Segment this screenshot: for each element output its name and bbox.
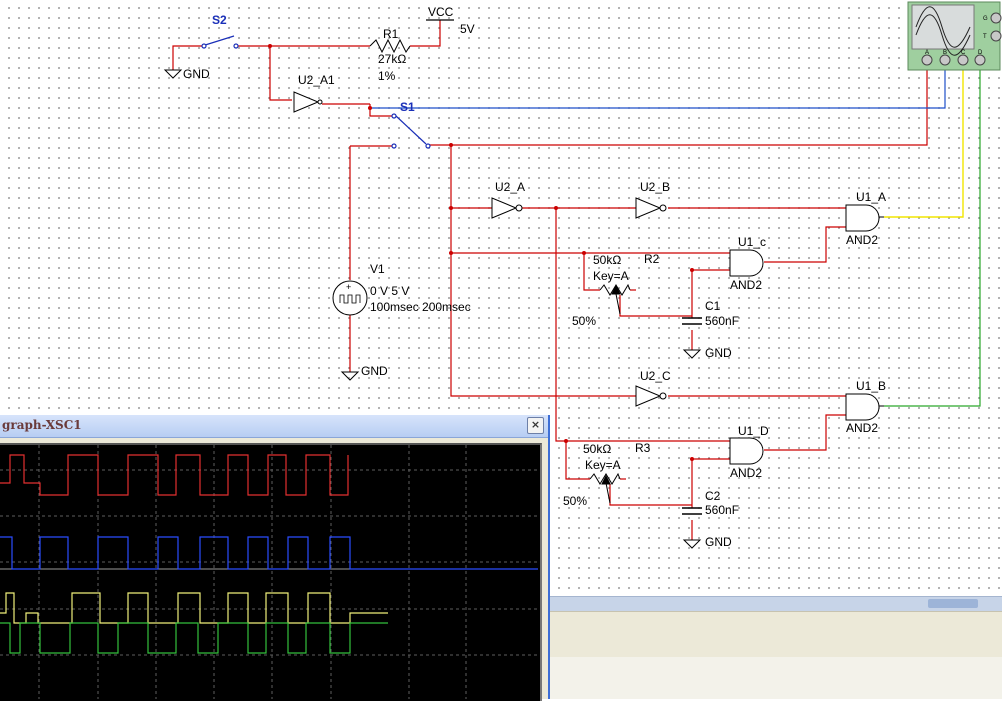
- oscilloscope-traces: [0, 445, 538, 699]
- u2-a-label: U2_A: [495, 180, 525, 194]
- r2-key: Key=A: [593, 269, 629, 283]
- yellow-wire: [884, 66, 964, 218]
- u1-b-label: U1_B: [856, 379, 886, 393]
- terminal-d-label: D: [978, 50, 983, 56]
- u1-c-type: AND2: [730, 278, 762, 292]
- trace-yellow: [0, 592, 388, 624]
- trace-blue: [0, 536, 538, 570]
- oscilloscope-titlebar[interactable]: graph-XSC1 ×: [0, 415, 548, 438]
- and-gate-u1-c[interactable]: [729, 249, 764, 277]
- terminal-b-label: B: [943, 50, 947, 56]
- u1-b-type: AND2: [846, 421, 878, 435]
- blue-wire: [370, 66, 946, 109]
- and-gate-u1-d[interactable]: [729, 437, 764, 465]
- gnd-label-c1: GND: [705, 346, 732, 360]
- horizontal-scrollbar[interactable]: [548, 596, 1002, 611]
- trace-green: [0, 622, 388, 654]
- vcc-label: VCC: [428, 5, 454, 19]
- r3-value: 50kΩ: [583, 442, 611, 456]
- inverter-u2-a[interactable]: [491, 197, 523, 219]
- oscilloscope-title: graph-XSC1: [2, 418, 82, 432]
- r1-value: 27kΩ: [378, 52, 406, 66]
- gnd-label-v1: GND: [361, 364, 388, 378]
- svg-text:+: +: [346, 282, 351, 292]
- c2-name: C2: [705, 489, 721, 503]
- buffer-u2-a1[interactable]: [293, 91, 323, 113]
- r3-key: Key=A: [585, 458, 621, 472]
- status-panel: [548, 657, 1002, 699]
- close-button[interactable]: ×: [527, 417, 544, 434]
- capacitor-c1[interactable]: [682, 317, 702, 325]
- r2-value: 50kΩ: [593, 253, 621, 267]
- terminal-t-label: T: [983, 34, 987, 40]
- junction-dots: [268, 44, 694, 461]
- inverter-u2-c[interactable]: [635, 385, 667, 407]
- r1-name: R1: [383, 27, 399, 41]
- vcc-value: 5V: [460, 22, 475, 36]
- v1-line1: 0 V 5 V: [370, 284, 409, 298]
- switch-s2[interactable]: [201, 35, 239, 49]
- c1-name: C1: [705, 299, 721, 313]
- capacitor-c2[interactable]: [682, 507, 702, 515]
- u1-d-label: U1_D: [738, 424, 769, 438]
- r3-percent: 50%: [563, 494, 587, 508]
- u1-a-type: AND2: [846, 233, 878, 247]
- toolbar-panel: [548, 611, 1002, 658]
- switch-s1[interactable]: [391, 113, 431, 149]
- gnd-label: GND: [183, 67, 210, 81]
- inverter-u2-b[interactable]: [635, 197, 667, 219]
- ground-symbols: [163, 69, 702, 549]
- and-gate-u1-a[interactable]: [845, 204, 880, 232]
- u1-d-type: AND2: [730, 466, 762, 480]
- potentiometer-r2[interactable]: [599, 283, 631, 315]
- resistor-r1[interactable]: [369, 38, 411, 54]
- trace-red: [0, 454, 349, 496]
- potentiometer-r3[interactable]: [589, 472, 621, 504]
- oscilloscope-grid: [0, 445, 538, 699]
- gnd-label-c2: GND: [705, 535, 732, 549]
- s1-label: S1: [400, 100, 415, 114]
- r1-tolerance: 1%: [378, 69, 396, 83]
- u2-a1-label: U2_A1: [298, 73, 335, 87]
- green-wire: [884, 66, 981, 407]
- c1-value: 560nF: [705, 314, 739, 328]
- r2-percent: 50%: [572, 314, 596, 328]
- terminal-a-label: A: [925, 50, 929, 56]
- v1-line2: 100msec 200msec: [370, 300, 471, 314]
- terminal-c-label: C: [961, 50, 966, 56]
- u2-b-label: U2_B: [640, 180, 670, 194]
- c2-value: 560nF: [705, 503, 739, 517]
- r2-name: R2: [644, 252, 660, 266]
- u1-a-label: U1_A: [856, 190, 886, 204]
- voltage-source-v1[interactable]: +: [332, 280, 368, 316]
- oscilloscope-display[interactable]: [0, 443, 542, 701]
- terminal-g-label: G: [983, 16, 988, 22]
- oscilloscope-window[interactable]: graph-XSC1 ×: [0, 415, 550, 701]
- r3-name: R3: [635, 441, 651, 455]
- u1-c-label: U1_c: [738, 235, 766, 249]
- oscilloscope-xsc1-icon[interactable]: [907, 1, 1002, 71]
- v1-name: V1: [370, 262, 385, 276]
- and-gate-u1-b[interactable]: [845, 393, 880, 421]
- s2-label: S2: [212, 13, 227, 27]
- u2-c-label: U2_C: [640, 369, 671, 383]
- scrollbar-thumb[interactable]: [928, 599, 978, 608]
